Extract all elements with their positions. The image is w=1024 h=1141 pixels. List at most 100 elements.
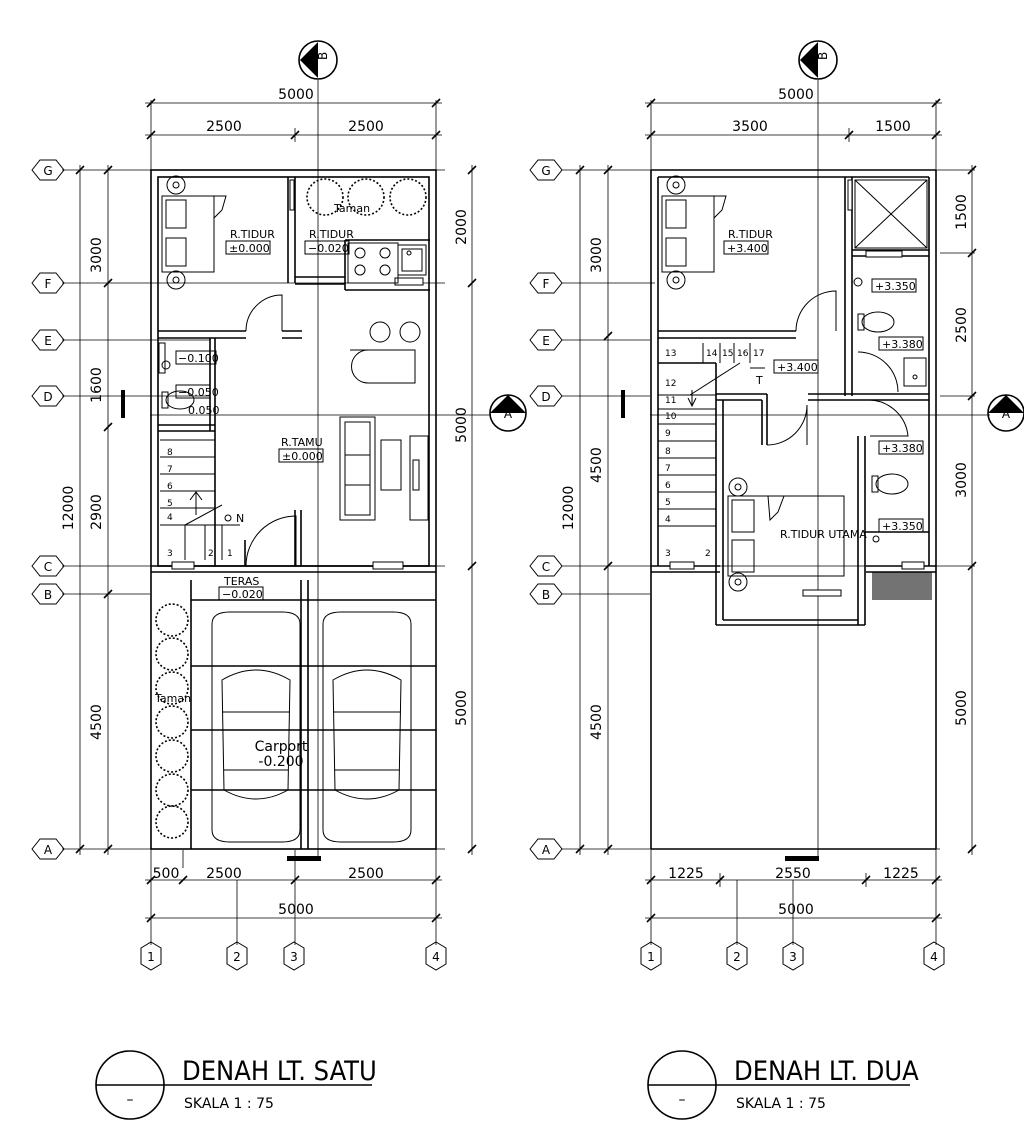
svg-text:12000: 12000 — [561, 486, 577, 531]
svg-text:SKALA 1 : 75: SKALA 1 : 75 — [184, 1096, 274, 1112]
svg-text:6: 6 — [665, 481, 671, 491]
svg-text:5000: 5000 — [954, 690, 970, 726]
floor1-walls — [150, 169, 437, 850]
svg-text:2500: 2500 — [954, 307, 970, 343]
svg-text:1: 1 — [147, 950, 155, 964]
svg-text:+3.400: +3.400 — [727, 242, 768, 255]
column-axis-labels-floor2: 1 2 3 4 — [640, 941, 945, 971]
floor1-stair-numbers: 8 7 6 5 4 3 2 1 N — [167, 448, 244, 559]
floor2-gate-bar — [785, 856, 819, 861]
svg-text:15: 15 — [722, 349, 733, 359]
svg-text:2: 2 — [208, 549, 214, 559]
svg-text:5: 5 — [167, 499, 173, 509]
svg-text:12000: 12000 — [61, 486, 77, 531]
svg-text:D: D — [541, 390, 550, 404]
floor2-void — [854, 179, 928, 249]
svg-text:–: – — [679, 1092, 686, 1108]
svg-text:B: B — [816, 52, 830, 60]
floor2-planter — [872, 572, 932, 600]
svg-text:Carport: Carport — [255, 739, 308, 755]
svg-text:10: 10 — [665, 412, 677, 422]
svg-text:1500: 1500 — [954, 194, 970, 230]
svg-text:500: 500 — [153, 866, 180, 882]
floor1-car-right — [322, 611, 412, 843]
svg-text:A: A — [1002, 407, 1011, 421]
dimensions-floor2 — [579, 102, 973, 919]
svg-text:2500: 2500 — [348, 866, 384, 882]
svg-text:±0.000: ±0.000 — [282, 450, 323, 463]
svg-text:3: 3 — [789, 950, 797, 964]
svg-text:1600: 1600 — [89, 367, 105, 403]
svg-text:T: T — [755, 374, 763, 387]
dimension-texts-floor2: 5000 3500 1500 1225 2550 1225 5000 3000 … — [561, 87, 970, 918]
svg-text:DENAH LT. SATU: DENAH LT. SATU — [182, 1056, 377, 1087]
floor1-stairs — [160, 439, 240, 560]
floor2-doors — [766, 290, 909, 446]
svg-text:2550: 2550 — [775, 866, 811, 882]
row-axis-labels-floor2: G F E D C B A — [529, 159, 563, 860]
floor1-dining — [350, 321, 421, 384]
floor2-windows — [669, 179, 925, 597]
svg-text:1225: 1225 — [883, 866, 919, 882]
svg-text:+3.350: +3.350 — [882, 520, 923, 533]
svg-text:2: 2 — [233, 950, 241, 964]
svg-text:4: 4 — [167, 513, 173, 523]
svg-text:A: A — [44, 843, 53, 857]
svg-text:−0.020: −0.020 — [308, 242, 349, 255]
column-axis-labels-floor1: 1 2 3 4 — [140, 941, 447, 971]
svg-text:+3.380: +3.380 — [882, 442, 923, 455]
svg-text:17: 17 — [753, 349, 764, 359]
floor1-living — [339, 416, 429, 521]
svg-text:6: 6 — [167, 482, 173, 492]
svg-text:7: 7 — [167, 465, 173, 475]
svg-text:R.TIDUR UTAMA: R.TIDUR UTAMA — [780, 528, 867, 541]
svg-text:1225: 1225 — [668, 866, 704, 882]
svg-text:–: – — [127, 1092, 134, 1108]
svg-text:−0.050: −0.050 — [178, 386, 219, 399]
svg-text:13: 13 — [665, 349, 676, 359]
svg-text:A: A — [504, 407, 513, 421]
section-marker-b-floor2: B — [798, 40, 838, 80]
svg-text:12: 12 — [665, 379, 676, 389]
section-marker-b-floor1: B — [298, 40, 338, 80]
svg-text:F: F — [543, 277, 550, 291]
dimensions-floor1 — [79, 102, 473, 919]
svg-text:5000: 5000 — [778, 902, 814, 918]
svg-text:2900: 2900 — [89, 494, 105, 530]
svg-text:+3.350: +3.350 — [875, 280, 916, 293]
floor1-bath — [161, 360, 195, 410]
svg-text:1500: 1500 — [875, 119, 911, 135]
svg-text:2000: 2000 — [454, 209, 470, 245]
svg-text:-0.200: -0.200 — [258, 754, 303, 770]
svg-text:2500: 2500 — [348, 119, 384, 135]
svg-text:1: 1 — [647, 950, 655, 964]
svg-text:4: 4 — [432, 950, 440, 964]
svg-text:N: N — [236, 512, 244, 525]
svg-text:−0.020: −0.020 — [222, 588, 263, 601]
floor2-bed — [661, 175, 727, 290]
svg-text:5000: 5000 — [778, 87, 814, 103]
svg-text:2: 2 — [705, 549, 711, 559]
floor1-windows — [158, 179, 424, 570]
svg-text:SKALA 1 : 75: SKALA 1 : 75 — [736, 1096, 826, 1112]
svg-text:DENAH LT. DUA: DENAH LT. DUA — [734, 1056, 919, 1087]
svg-text:3: 3 — [665, 549, 671, 559]
svg-text:5000: 5000 — [454, 690, 470, 726]
svg-text:3500: 3500 — [732, 119, 768, 135]
svg-text:B: B — [542, 588, 550, 602]
svg-text:2500: 2500 — [206, 866, 242, 882]
svg-text:8: 8 — [167, 448, 173, 458]
svg-text:2: 2 — [733, 950, 741, 964]
svg-text:D: D — [43, 390, 52, 404]
svg-text:3000: 3000 — [89, 237, 105, 273]
svg-text:C: C — [44, 560, 52, 574]
floor2-master-bed — [727, 477, 845, 592]
svg-text:1: 1 — [227, 549, 233, 559]
svg-text:3000: 3000 — [589, 237, 605, 273]
floor2-stair-numbers: 13 14 15 16 17 12 11 10 9 8 7 6 5 4 3 2 … — [665, 349, 764, 559]
svg-text:E: E — [44, 334, 52, 348]
svg-text:11: 11 — [665, 396, 676, 406]
floor1-doors — [245, 294, 297, 567]
svg-text:16: 16 — [737, 349, 749, 359]
